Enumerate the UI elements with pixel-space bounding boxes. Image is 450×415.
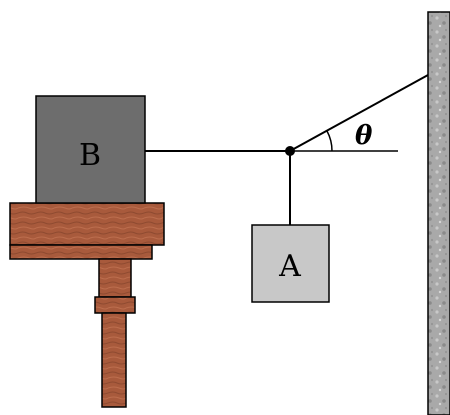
block-b: B (35, 95, 146, 204)
wall (427, 11, 450, 415)
wooden-stand (9, 202, 165, 408)
table-base (9, 244, 153, 260)
angle-theta-label: θ (355, 121, 373, 151)
knot (285, 146, 295, 156)
table-top (9, 202, 165, 246)
rope-knot-to-wall (289, 74, 429, 152)
block-b-label: B (79, 138, 101, 173)
angle-arc (326, 130, 333, 152)
block-a: A (251, 224, 330, 303)
table-collar (94, 296, 136, 314)
block-a-label: A (278, 249, 301, 284)
table-leg (101, 312, 127, 408)
table-neck (98, 258, 132, 298)
